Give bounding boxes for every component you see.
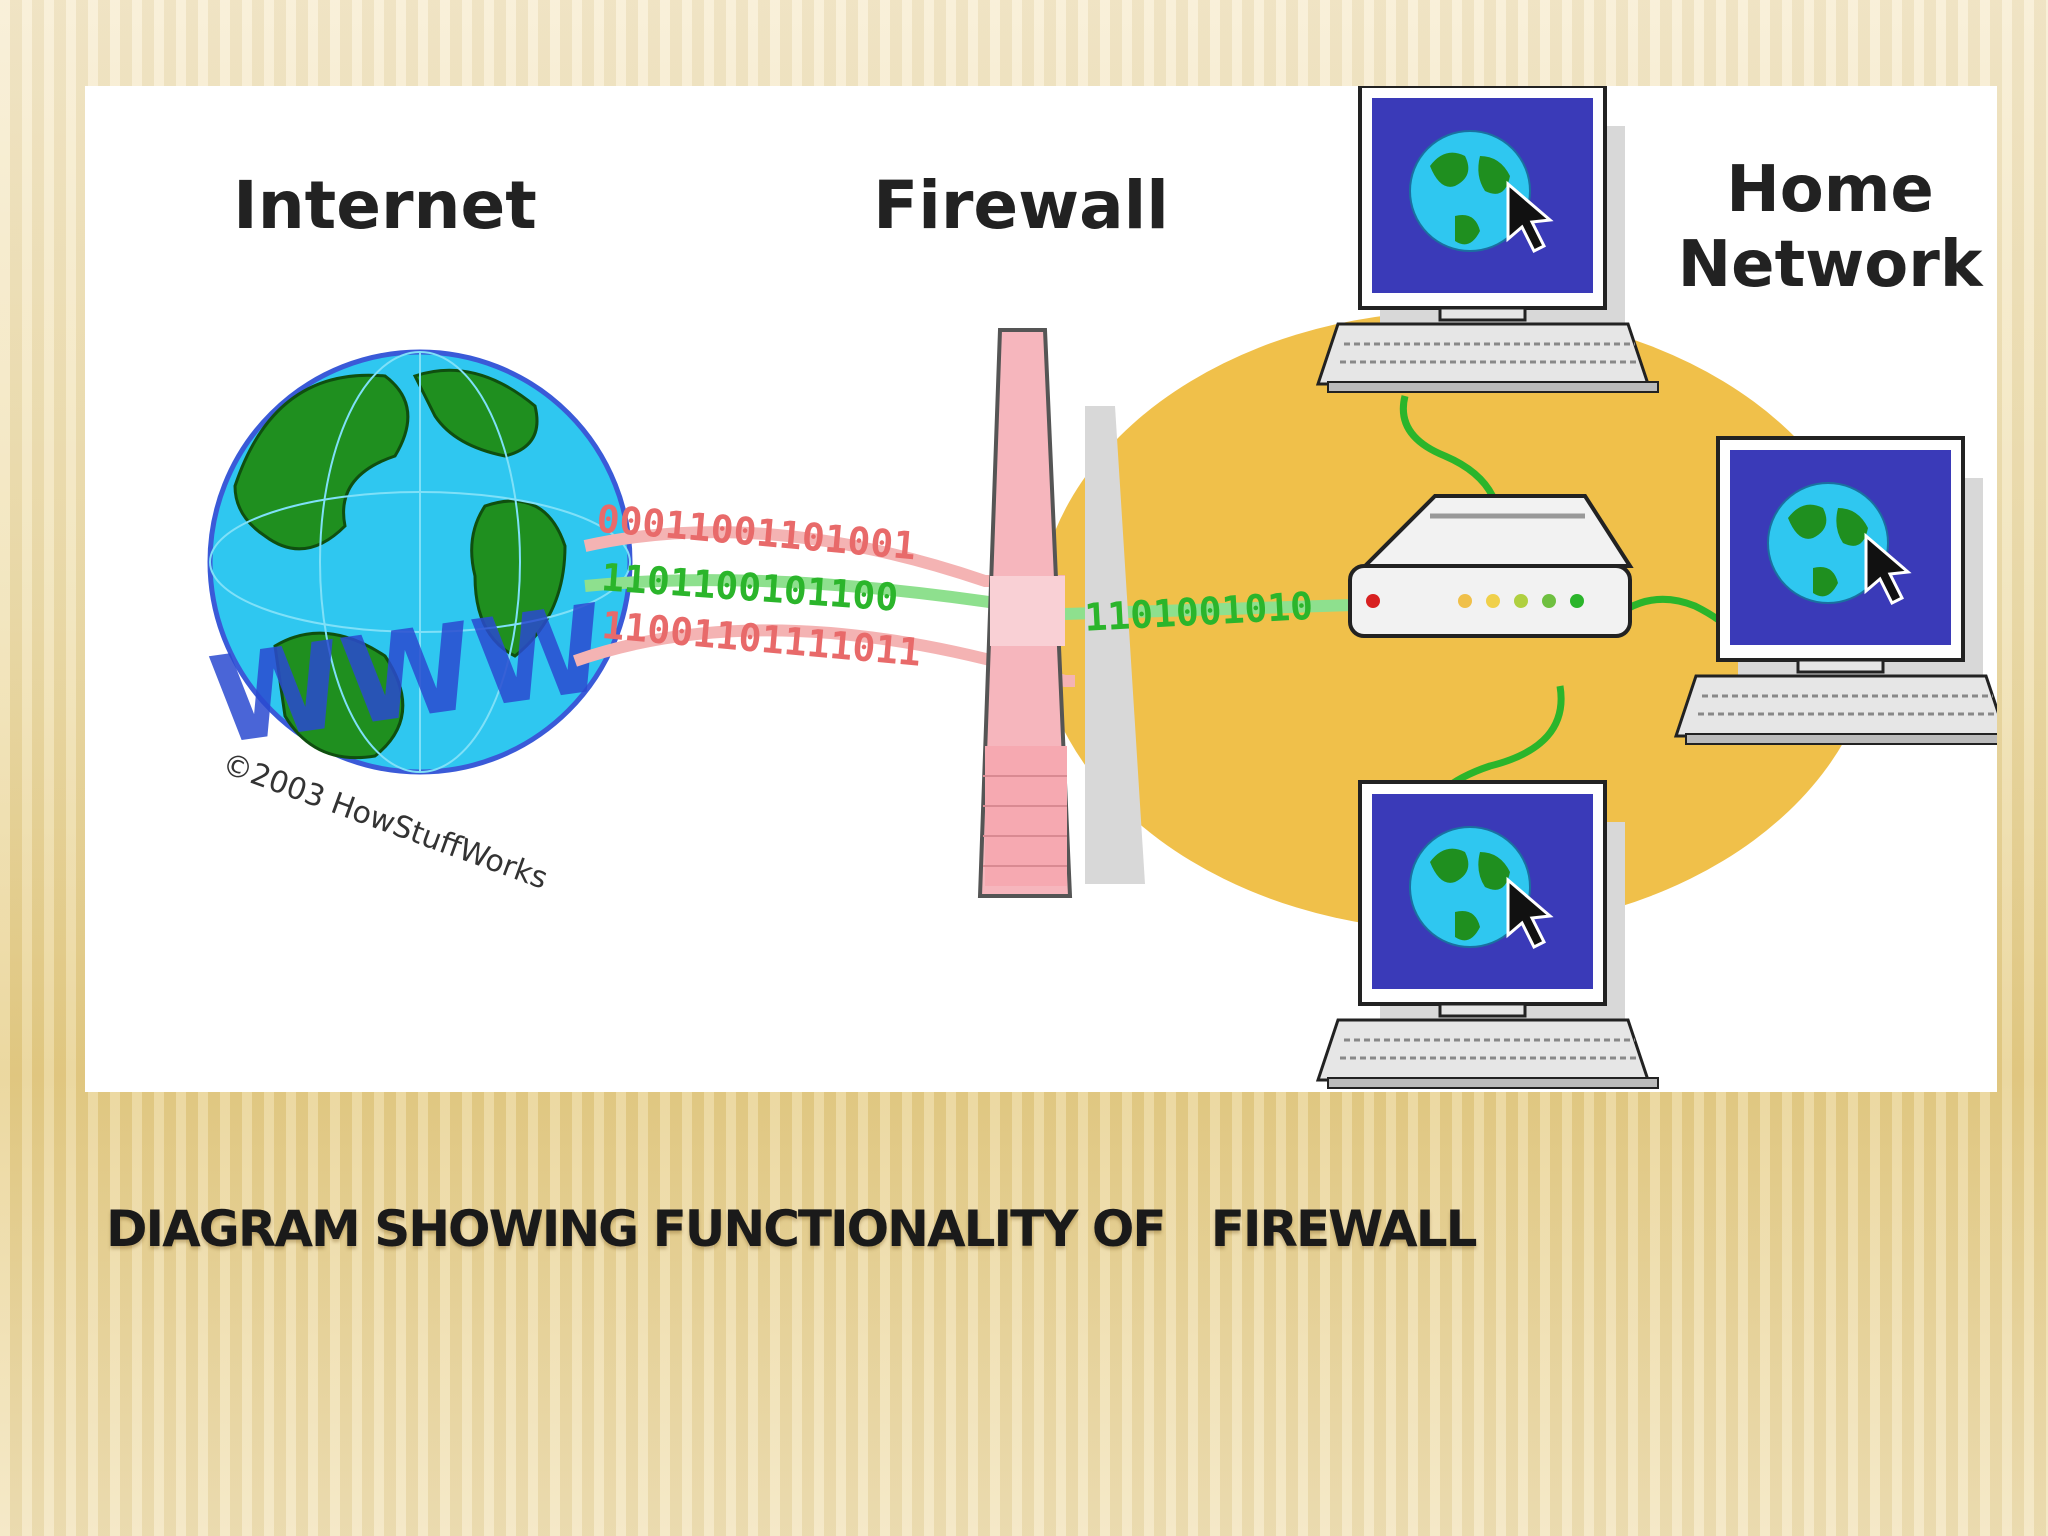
internet-label: Internet bbox=[233, 167, 537, 244]
computer-right-icon bbox=[1674, 436, 1997, 746]
diagram-canvas: Internet Firewall Home Network WWW ©2003… bbox=[202, 86, 1997, 1090]
slide-caption: DIAGRAM SHOWING FUNCTIONALITY OF FIREWAL… bbox=[106, 1200, 1477, 1258]
router-icon bbox=[1348, 494, 1634, 638]
firewall-label: Firewall bbox=[873, 167, 1169, 244]
blocked-stream-top-line bbox=[583, 526, 1065, 587]
firewall-diagram: Internet Firewall Home Network WWW ©2003… bbox=[85, 86, 1997, 1092]
home-network-label-line2: Network bbox=[1678, 228, 1984, 302]
firewall-wall-icon bbox=[977, 328, 1145, 898]
computer-bottom-icon bbox=[1316, 780, 1660, 1090]
internet-globe-icon: WWW bbox=[202, 349, 633, 775]
home-network-label-line1: Home bbox=[1726, 153, 1934, 227]
computer-top-icon bbox=[1316, 86, 1660, 394]
